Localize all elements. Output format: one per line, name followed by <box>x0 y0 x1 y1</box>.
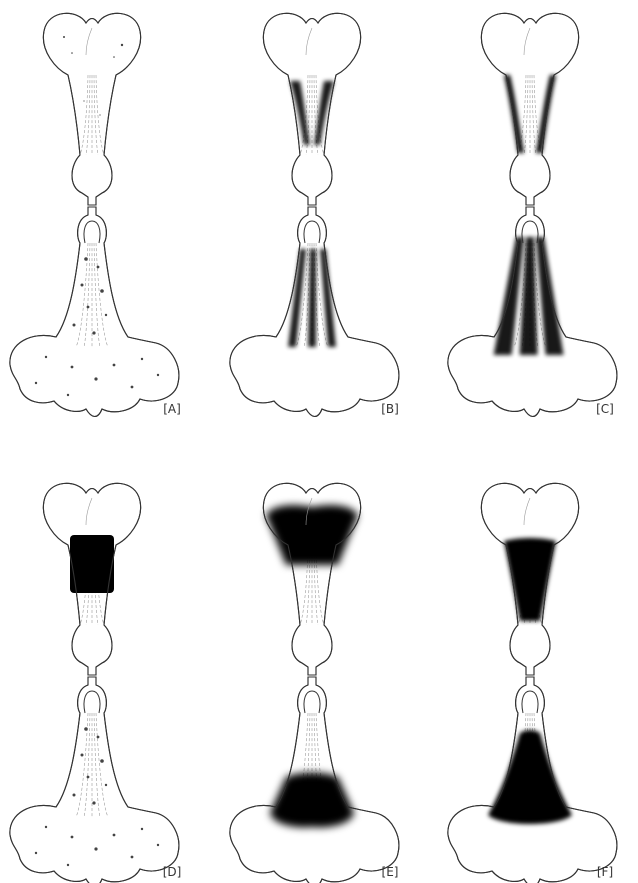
panel-c: [C] <box>448 13 617 416</box>
lower-petal <box>230 207 399 417</box>
panel-label: [E] <box>382 865 399 879</box>
panel-b: [B] <box>230 13 399 416</box>
lower-petal <box>10 207 179 417</box>
panel-label: [D] <box>163 865 182 879</box>
panel-label: [B] <box>381 402 399 416</box>
panel-e: [E] <box>230 483 399 883</box>
upper-petal-pattern <box>266 505 358 565</box>
panel-f: [F] <box>448 483 617 883</box>
lower-petal <box>10 677 179 883</box>
lower-petal-pattern <box>488 730 572 824</box>
lower-petal-pattern <box>288 249 336 347</box>
panel-d: [D] <box>10 483 181 883</box>
panel-label: [F] <box>597 865 613 879</box>
lower-petal-pattern <box>270 773 354 828</box>
upper-petal <box>481 483 578 675</box>
upper-petal <box>263 483 360 675</box>
upper-petal-pattern <box>70 535 114 593</box>
upper-petal <box>43 13 140 205</box>
lower-petal <box>448 677 617 883</box>
lower-petal-pattern <box>494 237 564 355</box>
upper-petal-pattern <box>504 538 556 621</box>
lower-petal <box>230 677 399 883</box>
upper-petal <box>263 13 360 205</box>
upper-petal <box>43 483 140 675</box>
panel-a: [A] <box>10 13 181 416</box>
upper-petal <box>481 13 578 205</box>
panel-label: [A] <box>163 402 181 416</box>
lower-petal <box>448 207 617 417</box>
panel-label: [C] <box>596 402 614 416</box>
